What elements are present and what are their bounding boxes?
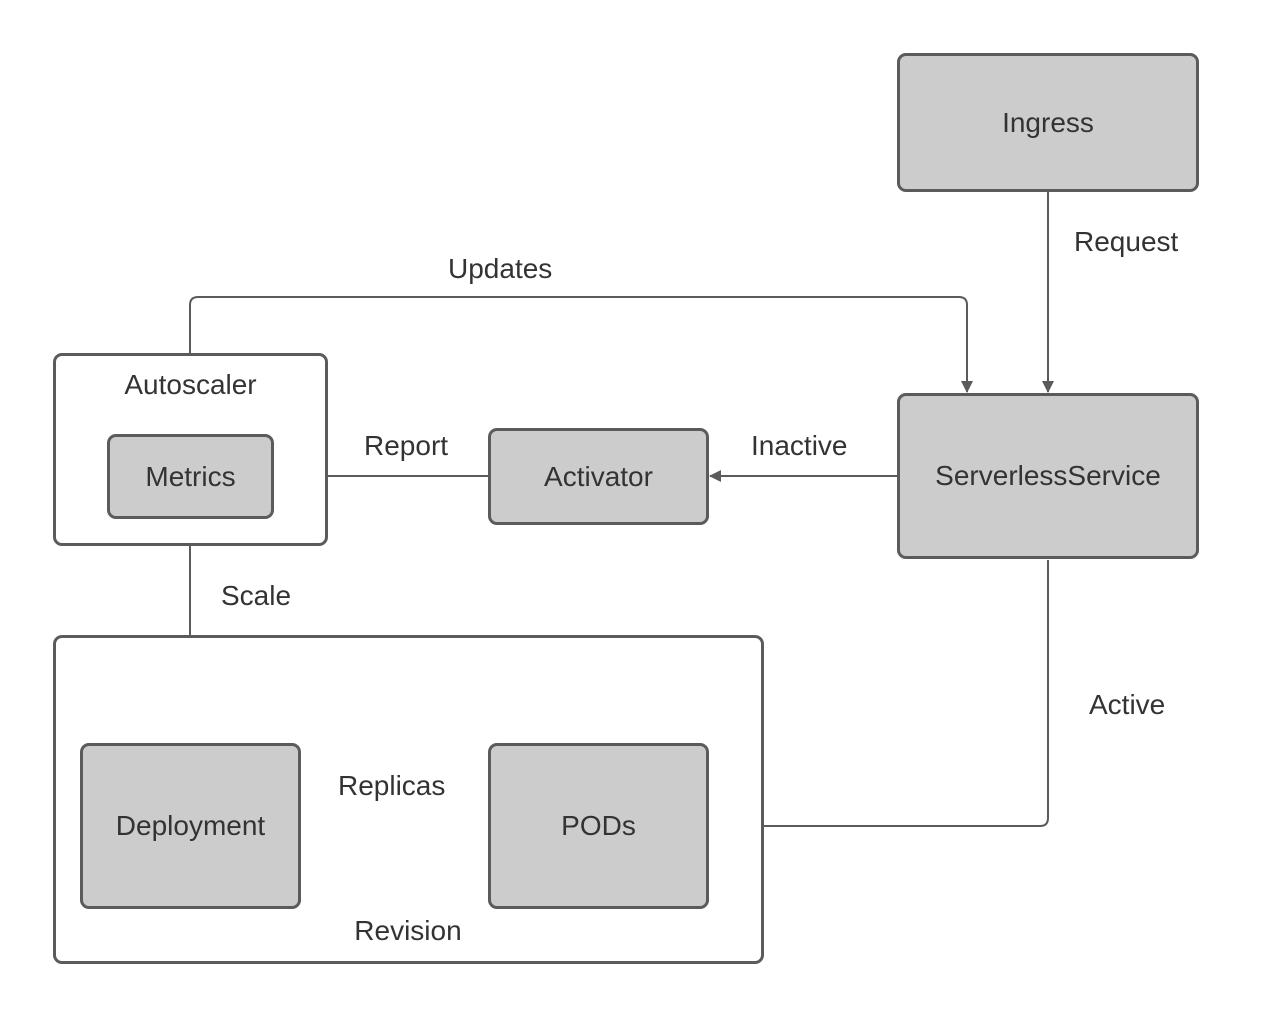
deployment-node[interactable]: Deployment	[80, 743, 301, 909]
replicas-label: Replicas	[338, 770, 446, 801]
updates-label: Updates	[448, 253, 553, 284]
metrics-node[interactable]: Metrics	[107, 434, 274, 519]
revision-label: Revision	[354, 915, 462, 946]
activator-node[interactable]: Activator	[488, 428, 709, 525]
updates-arrow	[189, 296, 973, 393]
serverless-service-node[interactable]: ServerlessService	[897, 393, 1199, 559]
pods-node[interactable]: PODs	[488, 743, 709, 909]
scale-label: Scale	[221, 580, 292, 611]
report-label: Report	[364, 430, 449, 461]
active-label: Active	[1089, 689, 1166, 720]
inactive-label: Inactive	[751, 430, 848, 461]
request-label: Request	[1074, 226, 1179, 257]
ingress-node[interactable]: Ingress	[897, 53, 1199, 192]
autoscaler-label: Autoscaler	[124, 369, 257, 400]
active-arrow	[709, 560, 1049, 832]
